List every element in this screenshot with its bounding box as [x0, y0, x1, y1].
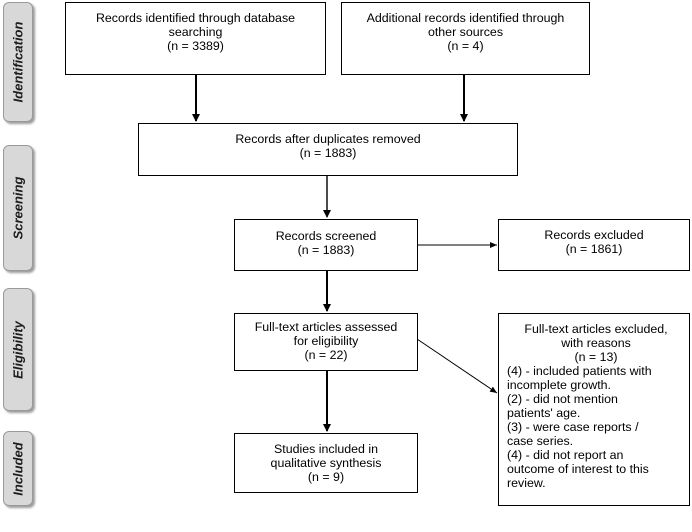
- exclusion-reason: (2) - did not mention: [507, 392, 618, 406]
- exclusion-reason: (4) - included patients with: [507, 364, 652, 378]
- box-records-excluded: Records excluded (n = 1861): [498, 219, 690, 271]
- exclusion-reason: outcome of interest to this: [507, 462, 649, 476]
- box-fulltext-assessed: Full-text articles assessed for eligibil…: [234, 313, 418, 371]
- box-records-after-duplicates: Records after duplicates removed (n = 18…: [138, 123, 518, 176]
- arrow-fulltext-to-excluded: [416, 338, 498, 394]
- box-fulltext-excluded: Full-text articles excluded, with reason…: [498, 313, 690, 506]
- exclusion-reason: patients' age.: [507, 406, 581, 420]
- box-records-screened: Records screened (n = 1883): [234, 219, 418, 271]
- box-records-database: Records identified through database sear…: [65, 2, 326, 75]
- phase-identification: Identification: [3, 2, 33, 122]
- exclusion-reason: (4) - did not report an: [507, 448, 624, 462]
- exclusion-reason: incomplete growth.: [507, 378, 611, 392]
- exclusion-reason: review.: [507, 476, 546, 490]
- phase-eligibility: Eligibility: [3, 288, 33, 411]
- exclusion-reason: case series.: [507, 434, 574, 448]
- box-records-other-sources: Additional records identified through ot…: [341, 2, 590, 75]
- box-studies-included: Studies included in qualitative synthesi…: [234, 433, 418, 493]
- phase-included: Included: [3, 431, 33, 506]
- exclusion-reason: (3) - were case reports /: [507, 420, 639, 434]
- phase-screening: Screening: [3, 145, 33, 271]
